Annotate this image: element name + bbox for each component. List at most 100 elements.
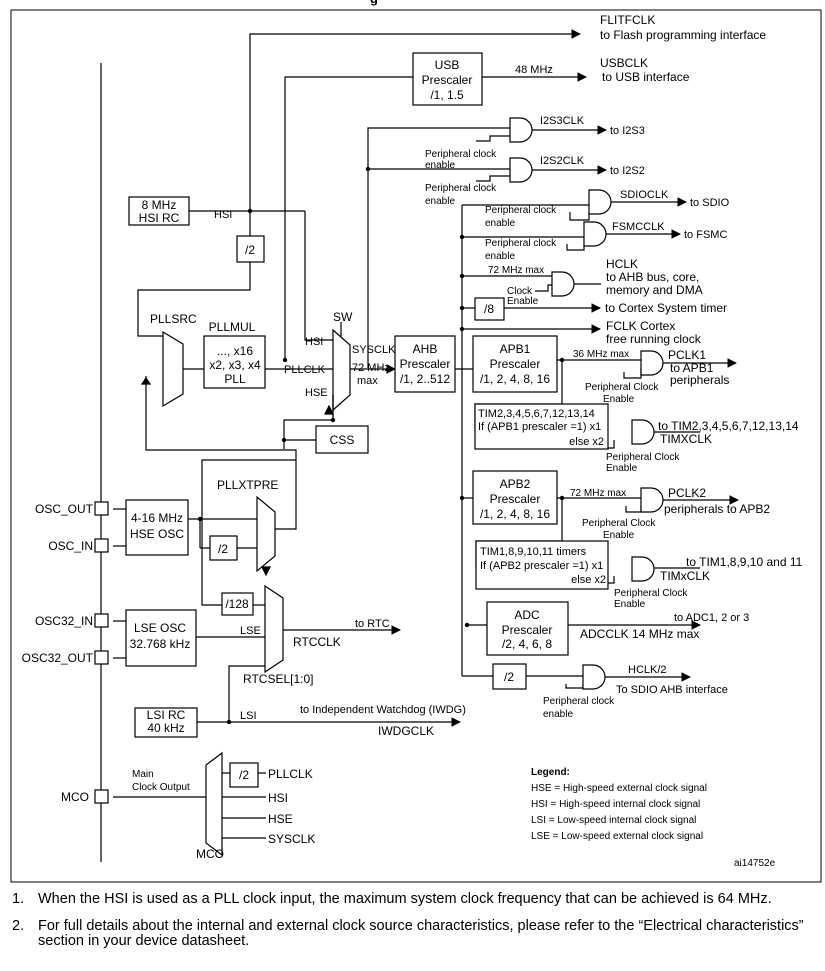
pll-label-2: x2, x3, x4	[209, 358, 261, 372]
pin-label-osc32-out: OSC32_OUT	[22, 651, 94, 665]
fsmc-enable-1: Peripheral clock	[485, 238, 557, 249]
cortex-timer-dest: to Cortex System timer	[605, 301, 727, 315]
hclk2-enable-2: enable	[543, 709, 573, 720]
sysclk-max-2: max	[357, 375, 378, 387]
diagram-id: ai14752e	[734, 858, 776, 869]
hclk-dest-2: memory and DMA	[606, 283, 703, 297]
ahb-label-1: AHB	[413, 342, 438, 356]
usb-freq: 48 MHz	[515, 64, 553, 76]
hclk-gate	[551, 271, 575, 297]
footnote: 2. For full details about the internal a…	[10, 919, 810, 949]
adcclk-label: ADCCLK 14 MHz max	[580, 627, 699, 641]
lsi-rc-label-1: LSI RC	[147, 708, 186, 722]
i2s2-enable-2: enable	[425, 196, 455, 207]
adc-dest: to ADC1, 2 or 3	[674, 612, 749, 624]
css-label: CSS	[330, 433, 355, 447]
i2s3-enable-1: Peripheral clock	[425, 149, 497, 160]
lse-osc-box	[125, 609, 197, 667]
pllsrc-label: PLLSRC	[150, 312, 197, 326]
pll-box	[203, 335, 266, 389]
hclk-dest-1: to AHB bus, core,	[606, 270, 699, 284]
i2s2-gate	[509, 157, 533, 183]
sdio-gate	[588, 189, 612, 215]
pin-label-osc-in: OSC_IN	[48, 539, 93, 553]
tim-apb2-line-3: else x2	[571, 574, 606, 586]
hsi-rc-box	[128, 196, 190, 226]
sw-label: SW	[333, 310, 353, 324]
pclk1-dest-1: to APB1	[670, 361, 714, 375]
hsi-div2-label: /2	[245, 243, 255, 257]
main-clock-label-2: Clock Output	[132, 782, 190, 793]
pllclk-signal-label: PLLCLK	[284, 364, 326, 376]
legend-item: HSE = High-speed external clock signal	[531, 783, 707, 794]
div128-label: /128	[225, 597, 249, 611]
pclk1-gate	[640, 350, 664, 376]
apb1-label-2: Prescaler	[490, 357, 541, 371]
hse-osc-label-1: 4-16 MHz	[131, 511, 183, 525]
sw-hsi-label: HSI	[305, 336, 323, 348]
fclk-label-1: FCLK Cortex	[606, 319, 675, 333]
hse-div2-box	[209, 535, 238, 561]
pin-osc-in	[94, 538, 109, 553]
mco-hsi: HSI	[268, 791, 288, 805]
sysclk-max-1: 72 MHz	[352, 362, 390, 374]
css-box	[315, 425, 369, 454]
tim-apb1-line-2: If (APB1 prescaler =1) x1	[478, 421, 601, 433]
main-clock-label-1: Main	[132, 769, 154, 780]
pclk2-gate	[640, 487, 664, 513]
pclk2-label: PCLK2	[668, 486, 706, 500]
hclk2-gate	[582, 664, 606, 690]
hse-div2-label: /2	[218, 542, 228, 556]
apb2-prescaler-box	[472, 470, 558, 525]
pclk1-label: PCLK1	[668, 348, 706, 362]
i2s3-gate	[509, 117, 533, 143]
pclk1-enable-1: Peripheral Clock	[585, 382, 659, 393]
usbclk-dest: to USB interface	[602, 70, 690, 84]
fsmc-gate	[583, 221, 607, 247]
fsmc-dest: to FSMC	[684, 229, 727, 241]
hclk-max: 72 MHz max	[488, 265, 544, 276]
fsmcclk-label: FSMCCLK	[612, 221, 665, 233]
usb-label-2: Prescaler	[422, 73, 473, 87]
pin-label-osc32-in: OSC32_IN	[35, 614, 93, 628]
pin-osc32-out	[94, 650, 109, 665]
footnote-text: When the HSI is used as a PLL clock inpu…	[38, 891, 772, 907]
hclk-div2-box	[492, 663, 527, 690]
timxclk1-enable-2: Enable	[606, 463, 638, 474]
clock-tree-diagram: g	[10, 0, 822, 883]
footnote-number: 1.	[12, 891, 25, 907]
timxclk2-enable-1: Peripheral Clock	[614, 588, 688, 599]
hsi-rc-label-1: 8 MHz	[142, 198, 177, 212]
legend-item: LSI = Low-speed internal clock signal	[531, 815, 696, 826]
adc-label-2: Prescaler	[502, 623, 553, 637]
mco-hse: HSE	[268, 812, 293, 826]
usb-label-1: USB	[435, 58, 460, 72]
tim-apb2-line-1: TIM1,8,9,10,11 timers	[480, 546, 587, 558]
sdio-enable-2: enable	[485, 218, 515, 229]
apb1-prescaler-box	[472, 335, 558, 393]
tim-apb2-line-2: If (APB2 prescaler =1) x1	[480, 560, 603, 572]
hclk2-label: HCLK/2	[628, 664, 667, 676]
adc-prescaler-box	[486, 601, 569, 656]
mco-mux-label: MCO	[196, 847, 224, 861]
hsi-div2-box	[236, 235, 265, 263]
lse-osc-label-1: LSE OSC	[134, 621, 186, 635]
sdioclk-label: SDIOCLK	[620, 189, 669, 201]
tim-apb2-box	[475, 540, 609, 590]
ahb-label-3: /1, 2..512	[400, 372, 450, 386]
timxclk1-enable-1: Peripheral Clock	[606, 452, 680, 463]
hclk-enable-2: Enable	[507, 296, 539, 307]
sdio-enable-1: Peripheral clock	[485, 205, 557, 216]
diagram-frame	[10, 9, 822, 883]
iwdgclk-label: IWDGCLK	[378, 724, 434, 738]
i2s2-dest: to I2S2	[610, 165, 645, 177]
sw-hse-label: HSE	[305, 387, 328, 399]
pclk1-enable-2: Enable	[603, 394, 635, 405]
pclk2-dest: peripherals to APB2	[664, 502, 770, 516]
mco-div2-box	[229, 762, 259, 788]
footnote-number: 2.	[12, 918, 25, 934]
rtc-dest: to RTC	[355, 618, 390, 630]
title-fragment: g	[370, 0, 378, 6]
footnote-text: For full details about the internal and …	[38, 918, 804, 949]
legend: Legend: HSE = High-speed external clock …	[531, 767, 707, 842]
